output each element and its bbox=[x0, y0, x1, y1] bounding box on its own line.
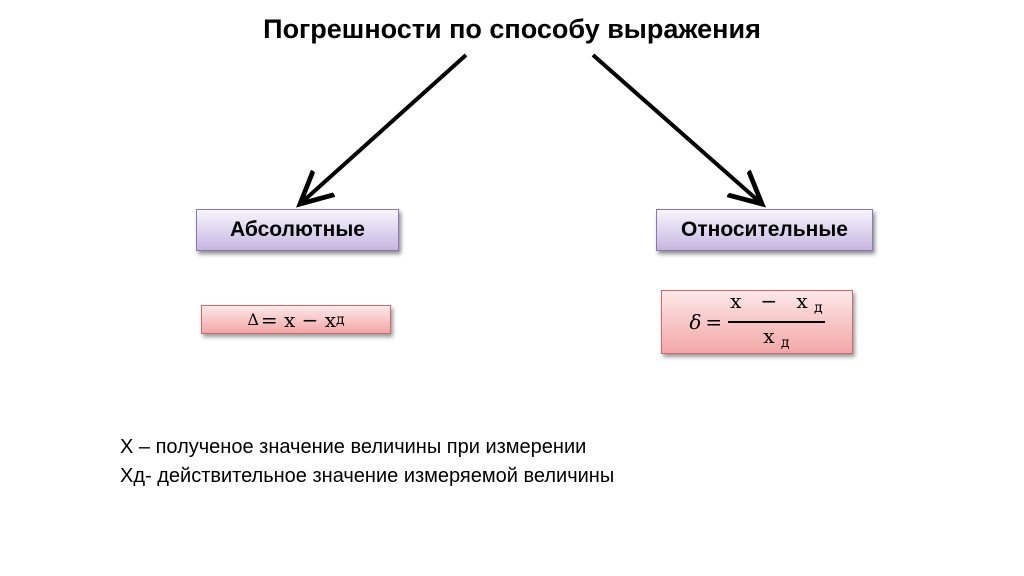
arrow-to-absolute bbox=[300, 53, 468, 204]
legend-line-x: X – полученое значение величины при изме… bbox=[120, 436, 587, 458]
relative-formula-box: δ = x − x д x д bbox=[661, 290, 853, 354]
equals-sign: = bbox=[705, 310, 723, 334]
fraction: x − x д x д bbox=[728, 290, 825, 354]
relative-category-label: Относительные bbox=[681, 218, 848, 241]
legend: X – полученое значение величины при изме… bbox=[120, 433, 614, 491]
formula-x: x bbox=[763, 323, 775, 348]
arrow-to-relative bbox=[591, 53, 762, 204]
formula-subscript: д bbox=[780, 334, 790, 351]
fraction-numerator: x − x д bbox=[728, 290, 824, 321]
fraction-denominator: x д bbox=[763, 323, 789, 354]
minus-sign: − bbox=[301, 307, 319, 332]
small-delta-symbol: δ bbox=[689, 310, 702, 334]
absolute-formula-box: Δ = x − x д bbox=[201, 305, 391, 334]
diagram-title: Погрешности по способу выражения bbox=[263, 14, 761, 44]
formula-x: x bbox=[284, 307, 296, 332]
relative-category-box: Относительные bbox=[656, 209, 873, 251]
absolute-category-label: Абсолютные bbox=[230, 218, 365, 241]
fraction-bar bbox=[728, 321, 825, 323]
formula-x: x bbox=[730, 289, 742, 314]
formula-subscript: д bbox=[814, 300, 823, 317]
formula-x: x bbox=[796, 289, 808, 314]
delta-symbol: Δ bbox=[247, 310, 259, 329]
equals-sign: = bbox=[260, 307, 278, 332]
minus-sign: − bbox=[760, 289, 778, 314]
absolute-category-box: Абсолютные bbox=[196, 209, 399, 251]
formula-subscript: д bbox=[336, 311, 345, 328]
formula-x: x bbox=[324, 307, 337, 332]
legend-line-xd: Xд- действительное значение измеряемой в… bbox=[120, 465, 615, 487]
